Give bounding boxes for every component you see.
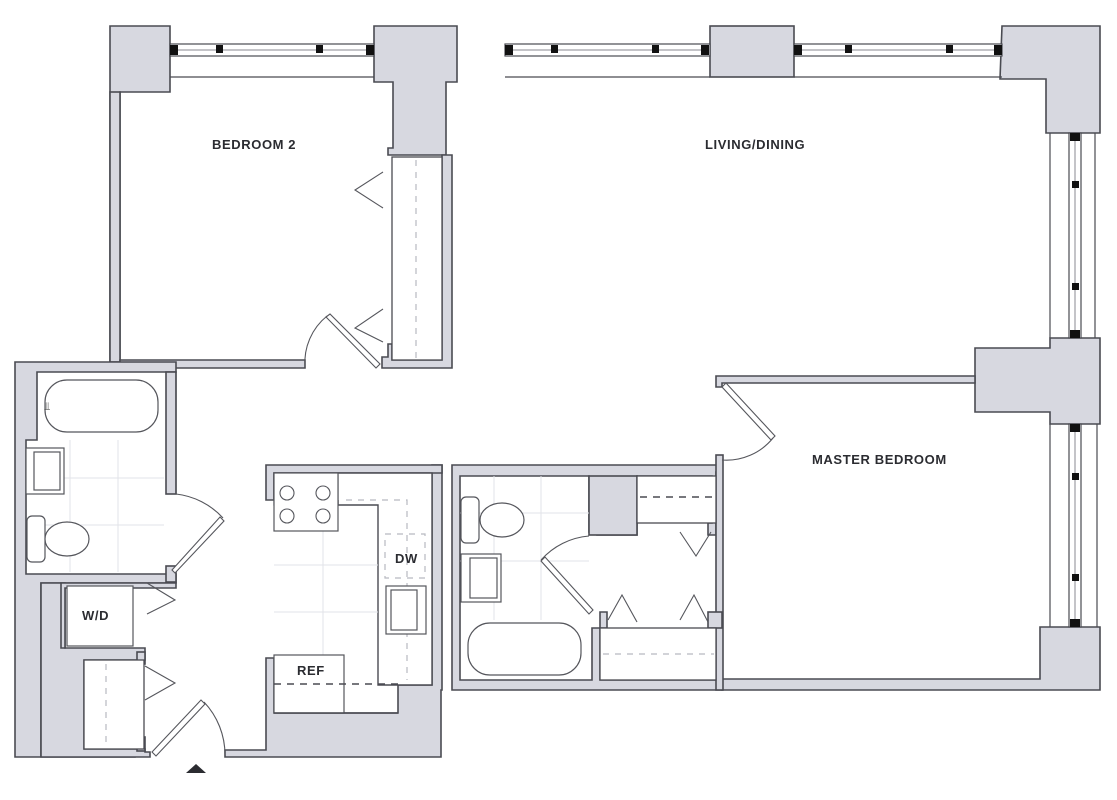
- wall-bath2-right: [165, 371, 177, 495]
- window-right-master: [1049, 423, 1098, 628]
- toilet-tank: [26, 515, 46, 563]
- master-bathroom: [460, 476, 589, 676]
- closet-entry: [83, 659, 145, 750]
- toilet-bowl: [479, 502, 525, 538]
- bathtub: [44, 379, 159, 433]
- svg-text:⫫: ⫫: [44, 401, 50, 413]
- window-top-living-left: [504, 43, 711, 78]
- door-bedroom2[interactable]: [304, 313, 381, 369]
- room-label-bedroom-2: BEDROOM 2: [212, 137, 297, 152]
- wall-column-top-right: [999, 25, 1101, 134]
- closet-bedroom2: [391, 156, 443, 361]
- wall-bedroom2-left: [109, 91, 121, 363]
- wall-laundry-top: [60, 582, 177, 649]
- door-master-bathroom[interactable]: [540, 535, 594, 615]
- kitchen: [273, 472, 433, 714]
- bifold-door-master-bottom-left[interactable]: [607, 593, 638, 623]
- bifold-door-closet-bottom[interactable]: [353, 308, 384, 343]
- wall-closet-jamb-right: [707, 611, 723, 629]
- bifold-door-closet-top[interactable]: [353, 171, 384, 209]
- closet-master-top: [636, 475, 717, 524]
- bifold-door-master-bottom-right[interactable]: [679, 593, 709, 623]
- wall-master-closet-right: [715, 454, 724, 691]
- room-label-living-dining: LIVING/DINING: [705, 137, 806, 152]
- bathtub: [467, 622, 582, 676]
- door-master-bedroom[interactable]: [721, 382, 776, 461]
- bathroom-2: ⫫: [25, 379, 164, 572]
- dishwasher: [384, 533, 426, 579]
- window-top-living-right: [793, 43, 1003, 78]
- appliance-label-refrigerator: REF: [297, 663, 325, 678]
- washer-dryer: [66, 585, 134, 647]
- bifold-door-master-top[interactable]: [679, 531, 712, 558]
- toilet-bowl: [44, 521, 90, 557]
- wall-column-bottom-right: [721, 626, 1101, 691]
- wall-column-t-top: [373, 25, 458, 156]
- door-entry[interactable]: [151, 699, 226, 757]
- wall-master-top: [715, 375, 976, 388]
- bifold-door-laundry[interactable]: [146, 582, 177, 615]
- appliance-label-dishwasher: DW: [395, 551, 418, 566]
- entry-marker-icon: [186, 764, 206, 773]
- bifold-door-entry-closet[interactable]: [144, 665, 177, 701]
- wall-column-top-middle: [709, 25, 795, 78]
- window-top-bedroom2: [169, 43, 375, 78]
- room-label-master-bedroom: MASTER BEDROOM: [812, 452, 947, 467]
- wall-bath-closet-pillar: [588, 475, 638, 536]
- window-right-living: [1049, 132, 1096, 339]
- wall-bath2-right-lower: [165, 565, 177, 583]
- toilet-tank: [460, 496, 480, 544]
- door-bathroom-2[interactable]: [171, 493, 225, 574]
- wall-column-right-middle: [974, 337, 1101, 425]
- appliance-label-washer-dryer: W/D: [82, 608, 110, 623]
